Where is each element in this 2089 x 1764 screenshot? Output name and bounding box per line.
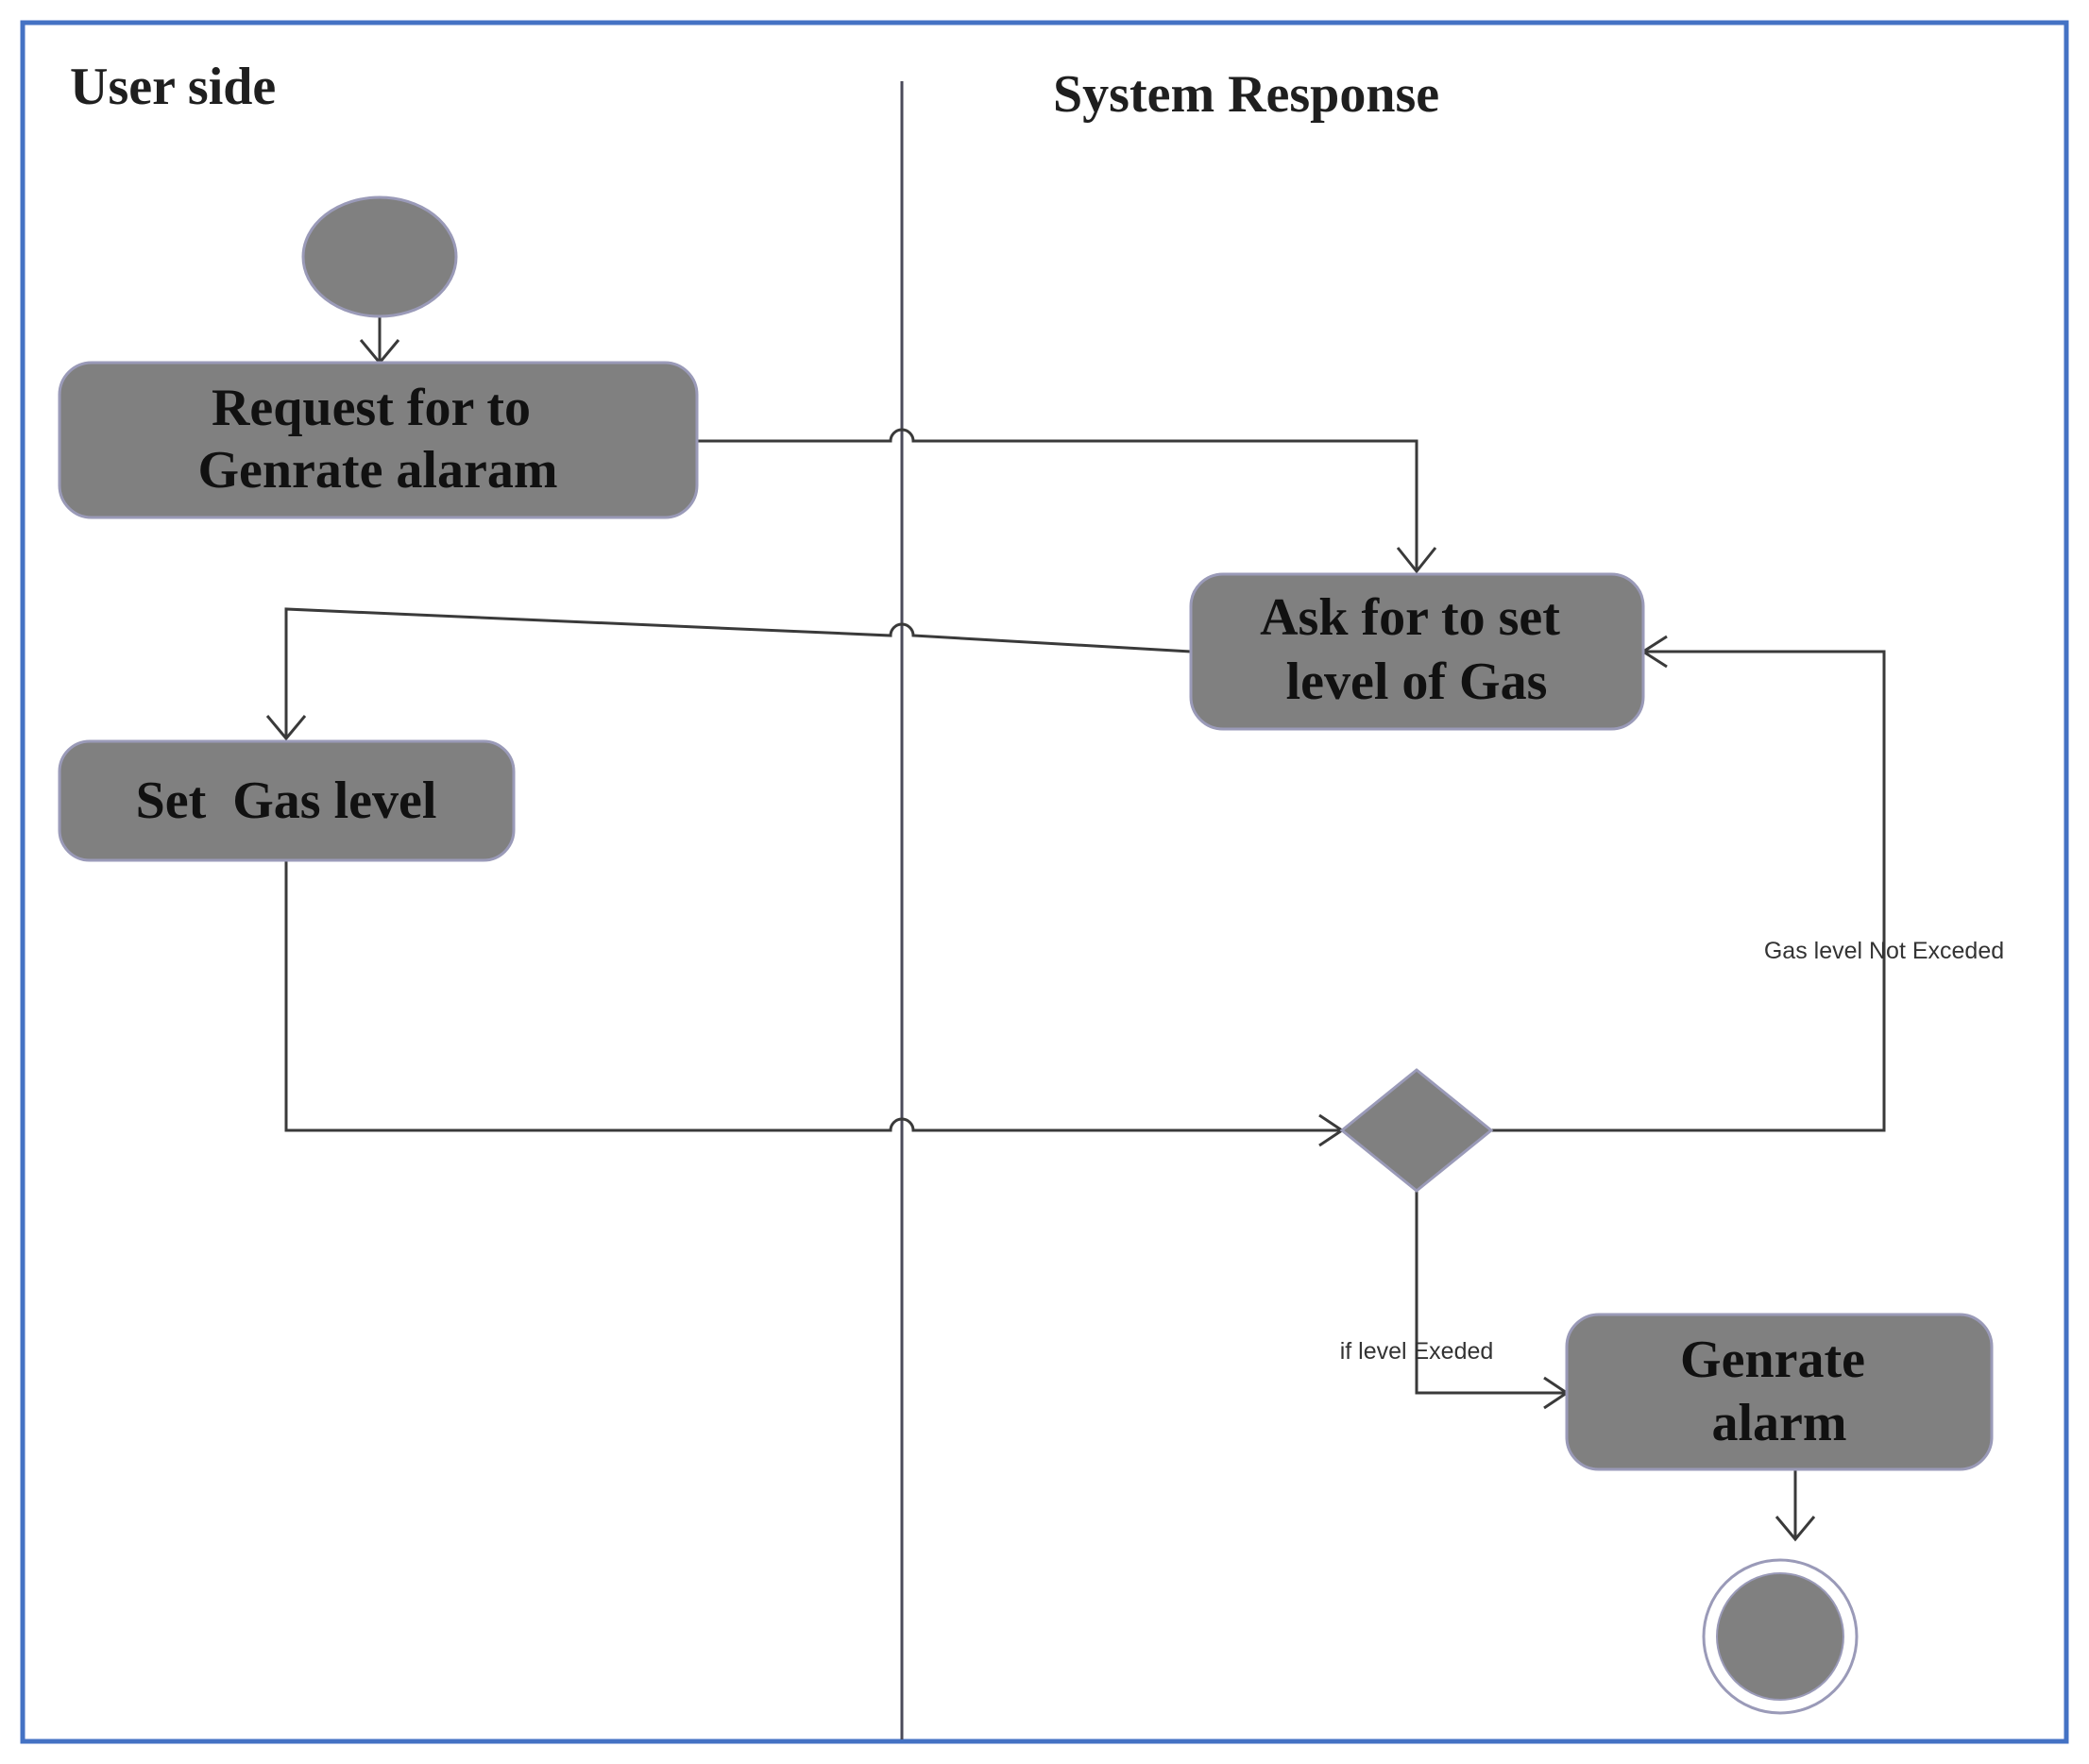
edge-decision-to-generate (1415, 1188, 1567, 1395)
action-label: Genrate alarm (1680, 1331, 1878, 1452)
action-label-line: Request for to (212, 379, 531, 437)
action-box (58, 361, 699, 519)
initial-node (301, 195, 458, 318)
action-label: Set Gas level (136, 772, 437, 830)
action-label-line: Ask for to set (1260, 588, 1560, 647)
action-generate-alarm: Genrate alarm (1565, 1313, 1994, 1471)
lane-title-user-side: User side (70, 58, 276, 116)
final-node-dot (1716, 1572, 1844, 1701)
action-label: Ask for to set level of Gas (1260, 588, 1573, 711)
action-request-generate-alarm: Request for to Genrate alaram (58, 361, 699, 519)
action-label-line: Genrate alaram (198, 441, 558, 500)
action-box (58, 739, 516, 862)
edge-decision-loop-back (1491, 650, 1886, 1132)
final-node (1702, 1558, 1859, 1715)
action-ask-gas-level: Ask for to set level of Gas (1189, 572, 1645, 731)
arrowhead-final (1775, 1516, 1816, 1542)
action-label-line: level of Gas (1286, 653, 1548, 711)
action-box (1565, 1313, 1994, 1471)
arrowhead-ask-top (1396, 547, 1437, 574)
action-label-line: Genrate (1680, 1331, 1865, 1389)
lane-title-system-response: System Response (1053, 65, 1439, 124)
action-set-gas-level: Set Gas level (58, 739, 516, 862)
guard-label-not-exceeded: Gas level Not Exceded (1764, 938, 2004, 964)
guard-label-exceeded: if level Exeded (1340, 1338, 1494, 1365)
edge-set-to-decision (284, 860, 1342, 1132)
edge-request-to-ask (697, 428, 1418, 571)
action-label-line: alarm (1711, 1394, 1846, 1452)
arrowhead-set (265, 715, 307, 741)
edge-ask-to-set (284, 607, 1192, 738)
action-box (1189, 572, 1645, 731)
action-label: Request for to Genrate alaram (198, 379, 558, 500)
decision-node (1339, 1068, 1494, 1193)
